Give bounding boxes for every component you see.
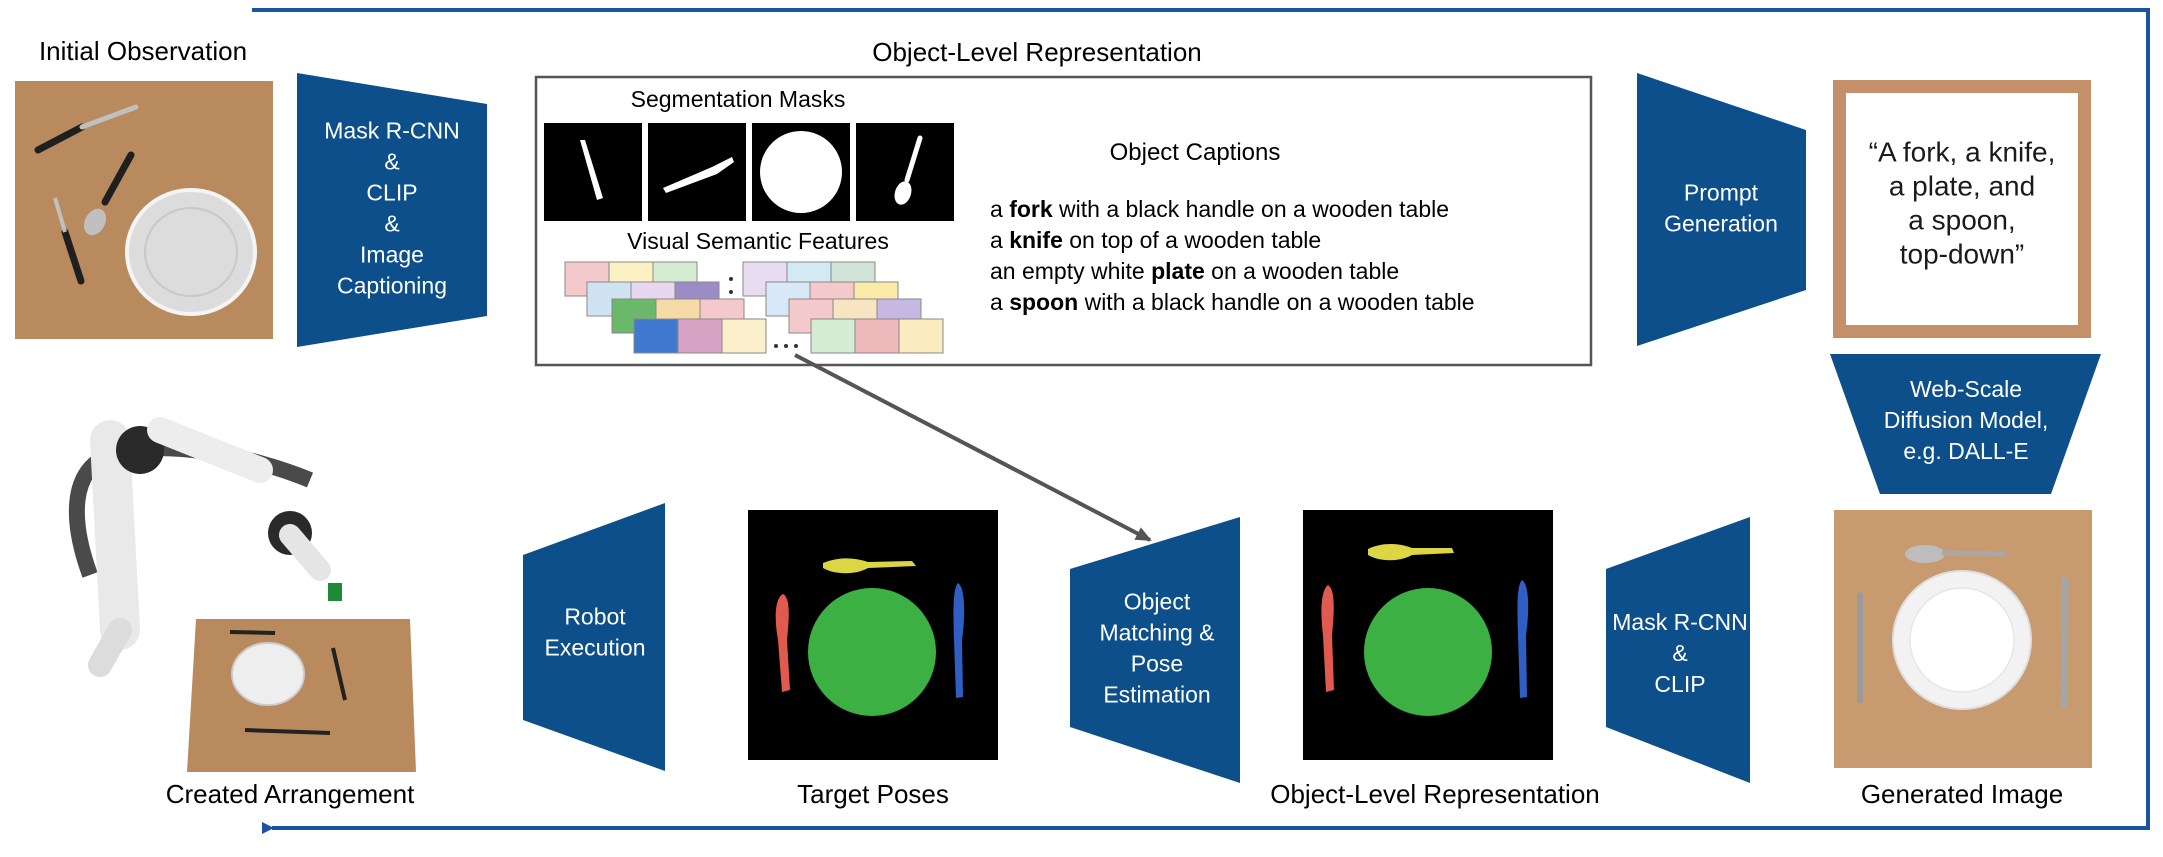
block-text-line: CLIP [1654,671,1705,697]
block-text-line: Mask R-CNN [1612,609,1747,635]
caption-prefix: a [990,227,1009,253]
block-text-line: & [384,211,399,237]
block-text-line: “A fork, a knife, [1869,136,2056,167]
block-text-line: Robot [564,604,626,630]
caption-suffix: with a black handle on a wooden table [1053,196,1449,222]
visual-semantic-features-label: Visual Semantic Features [627,228,889,254]
block-text-line: & [384,149,399,175]
object-level-image [1303,510,1553,760]
mask-rcnn-clip-text: Mask R-CNN & CLIP [1612,609,1747,697]
mask-spoon [856,123,954,221]
caption-prefix: a [990,289,1009,315]
diffusion-block [1830,354,2101,494]
block-text-line: e.g. DALL-E [1903,438,2028,464]
loop-arrow [252,8,2150,834]
block-text-line: Image [360,242,424,268]
block-text-line: Prompt [1684,180,1759,206]
object-captions-list: a fork with a black handle on a wooden t… [990,196,1475,315]
segmentation-masks-label: Segmentation Masks [631,86,846,112]
caption-suffix: with a black handle on a wooden table [1078,289,1474,315]
block-text-line: Execution [544,635,645,661]
block-text-line: Pose [1131,651,1183,677]
block-text-line: Captioning [337,273,447,299]
block-text-line: a spoon, [1908,204,2015,235]
object-level-top-title: Object-Level Representation [872,37,1202,67]
initial-observation-photo [15,81,273,339]
caption-line: a spoon with a black handle on a wooden … [990,289,1475,315]
generated-image [1834,510,2092,768]
prompt-generation-block [1637,73,1806,346]
target-poses-image [748,510,998,760]
caption-keyword: plate [1151,258,1205,284]
caption-keyword: fork [1009,196,1053,222]
block-text-line: Matching & [1099,620,1214,646]
caption-line: a knife on top of a wooden table [990,227,1321,253]
block-text-line: CLIP [366,180,417,206]
target-poses-label: Target Poses [797,779,949,809]
generated-image-label: Generated Image [1861,779,2063,809]
caption-suffix: on a wooden table [1205,258,1399,284]
feature-vectors [564,261,944,354]
created-arrangement-label: Created Arrangement [166,779,415,809]
feature-to-matching-arrow [794,353,1152,542]
caption-prefix: a [990,196,1009,222]
object-level-bottom-label: Object-Level Representation [1270,779,1600,809]
block-text-line: Estimation [1103,682,1210,708]
object-captions-title: Object Captions [1110,139,1281,166]
prompt-card [1846,93,2078,325]
initial-observation-label: Initial Observation [39,36,247,66]
object-matching-block [1070,517,1240,783]
block-text-line: Diffusion Model, [1884,407,2049,433]
caption-prefix: an empty white [990,258,1151,284]
block-text-line: & [1672,640,1687,666]
caption-line: an empty white plate on a wooden table [990,258,1399,284]
caption-line: a fork with a black handle on a wooden t… [990,196,1449,222]
block-text-line: top-down” [1900,238,2025,269]
block-text-line: Generation [1664,211,1778,237]
mask-fork [544,123,642,221]
caption-suffix: on top of a wooden table [1063,227,1321,253]
captioning-block [297,73,487,347]
caption-keyword: knife [1009,227,1063,253]
robot-photo [68,417,416,772]
block-text-line: a plate, and [1889,170,2035,201]
mask-rcnn-clip-block [1606,517,1750,783]
block-text-line: Web-Scale [1910,376,2022,402]
robot-execution-block [523,503,665,771]
mask-knife [648,123,746,221]
feature-ellipsis [729,277,798,348]
block-text-line: Object [1124,589,1191,615]
caption-keyword: spoon [1009,289,1078,315]
block-text-line: Mask R-CNN [324,118,459,144]
mask-plate [752,123,850,221]
